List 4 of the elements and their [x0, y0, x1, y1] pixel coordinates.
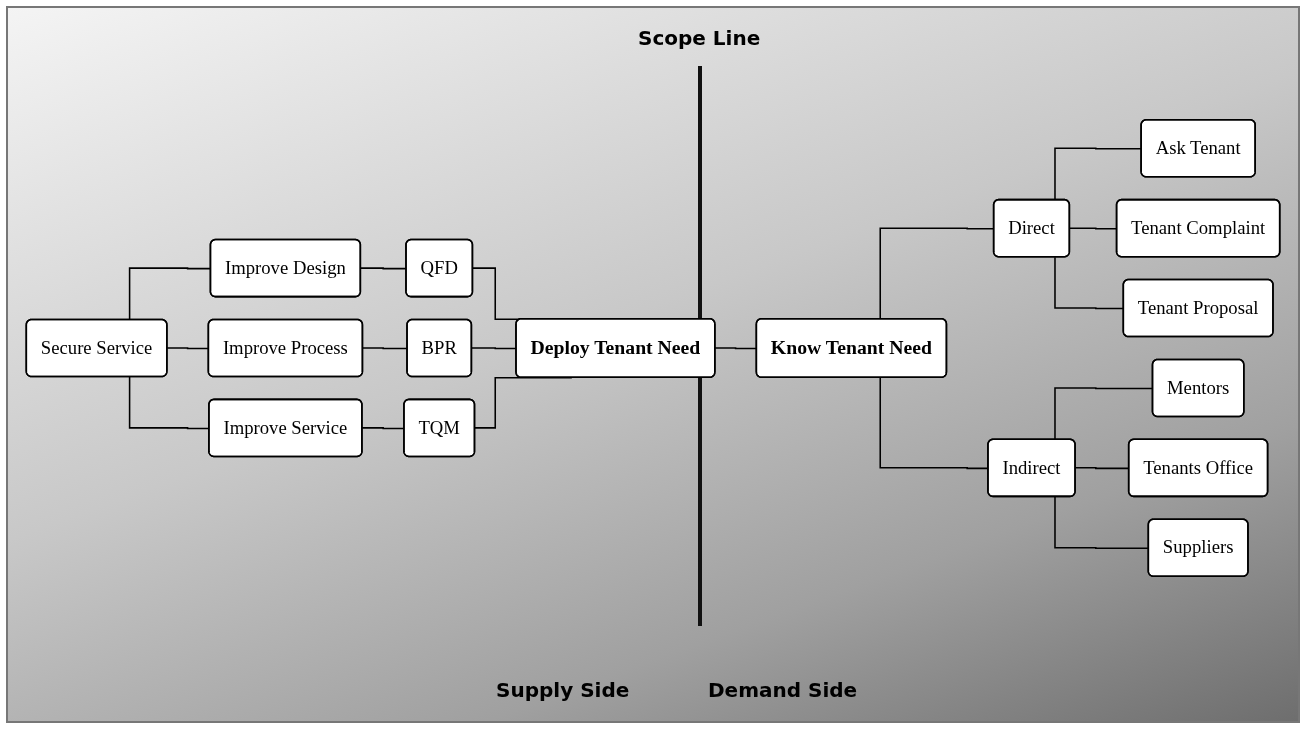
side-label: Demand Side	[708, 678, 858, 702]
scope-line-label: Scope Line	[638, 26, 761, 50]
diagram-background: Secure Service Improve Design Improve Process Improve Service QFD BPR TQM Deploy Tenant Need Know Tenant Need Direct Ask Tenant Tenant Complaint Tenant Proposal Indirect Mentors Tenants Office Suppliers Scope Line Supply Side Demand Side	[6, 6, 1300, 723]
side-label: Supply Side	[496, 678, 630, 702]
